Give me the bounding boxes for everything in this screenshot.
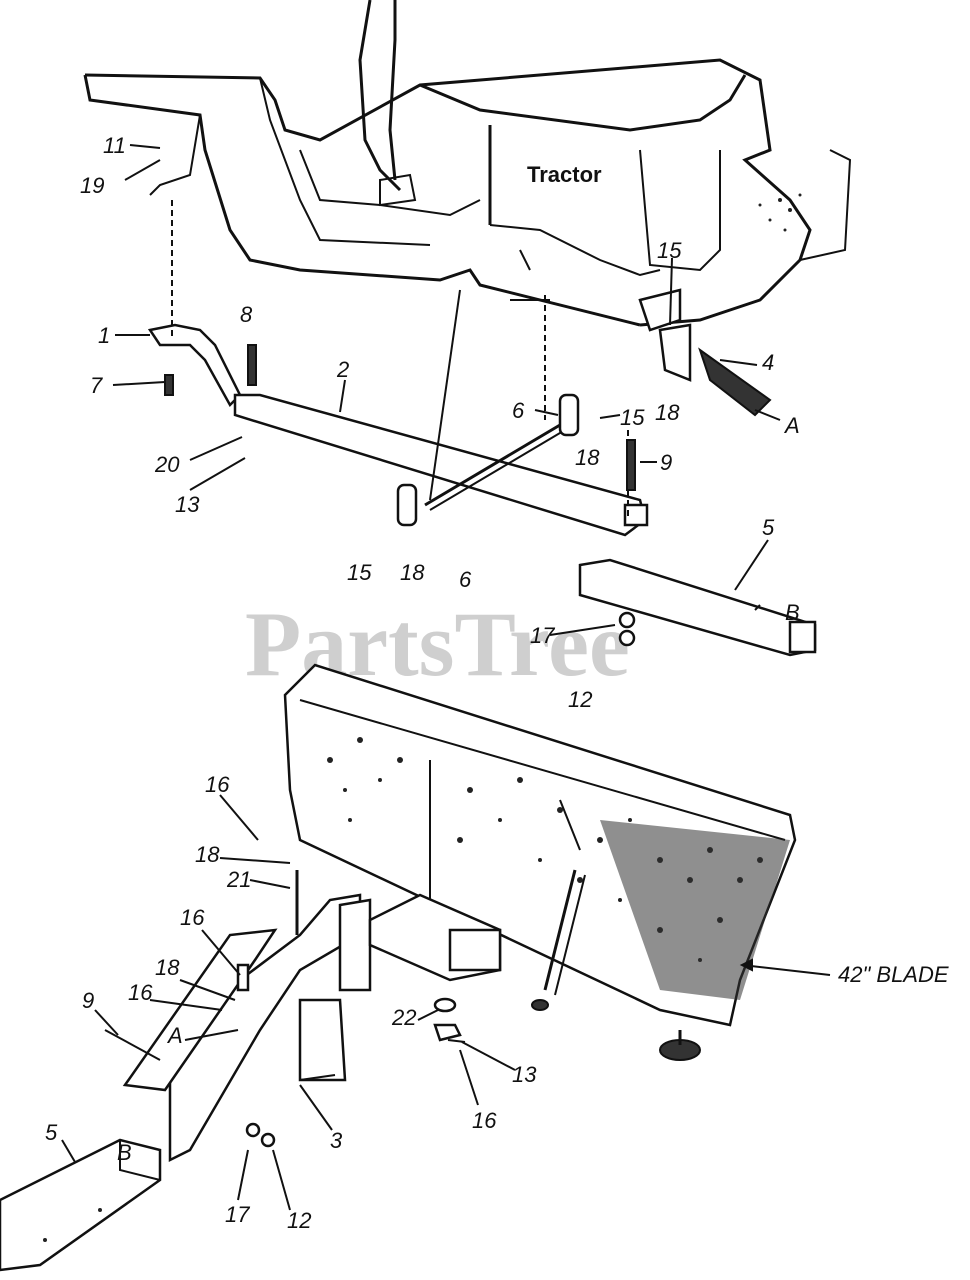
callout-b-bottom: B xyxy=(117,1140,132,1165)
callout-15-frame: 16 xyxy=(128,980,153,1005)
callout-9-frame: 9 xyxy=(82,988,94,1013)
callout-5-top: 5 xyxy=(762,515,775,540)
callout-21: 22 xyxy=(391,1005,416,1030)
callout-5-bottom: 5 xyxy=(45,1120,58,1145)
callout-9-top: 9 xyxy=(660,450,672,475)
callout-13: 13 xyxy=(512,1062,537,1087)
callout-11-top: 12 xyxy=(568,687,592,712)
callout-6-mid: 6 xyxy=(459,567,472,592)
callout-19-blade: 18 xyxy=(195,842,220,867)
callout-15-bottom: 16 xyxy=(472,1108,497,1133)
callout-16: 16 xyxy=(180,905,205,930)
callout-15-blade: 16 xyxy=(205,772,230,797)
callout-22: 21 xyxy=(226,867,251,892)
callout-17-bottom: 17 xyxy=(225,1202,250,1227)
callout-19-top: 18 xyxy=(575,445,600,470)
callout-4: 4 xyxy=(762,350,774,375)
callout-11-bottom: 12 xyxy=(287,1208,311,1233)
callout-8: 8 xyxy=(240,302,253,327)
callout-12: 13 xyxy=(175,492,200,517)
callout-a-top: A xyxy=(783,413,800,438)
callout-b-top: B xyxy=(785,600,800,625)
blade-assembly xyxy=(283,663,797,1061)
leader-lines xyxy=(61,144,831,1211)
callout-19-hitch: 18 xyxy=(655,400,680,425)
callout-14-hitch: 15 xyxy=(657,238,682,263)
tractor-body: Tractor xyxy=(83,0,852,327)
callout-7: 7 xyxy=(90,373,103,398)
callout-19-mid: 18 xyxy=(400,560,425,585)
tractor-label: Tractor xyxy=(527,162,602,187)
callout-3: 3 xyxy=(330,1128,343,1153)
callout-10: 11 xyxy=(103,133,126,158)
callout-a-frame: A xyxy=(166,1023,183,1048)
callout-2: 2 xyxy=(336,357,349,382)
callout-20: 20 xyxy=(154,452,180,477)
callout-19-frame: 18 xyxy=(155,955,180,980)
callout-14-top: 15 xyxy=(620,405,645,430)
callout-6-top: 6 xyxy=(512,398,525,423)
a-frame-assembly xyxy=(0,870,502,1272)
callout-18: 19 xyxy=(80,173,104,198)
callout-1: 1 xyxy=(98,323,110,348)
blade-label: 42" BLADE xyxy=(838,962,949,987)
callout-14-mid: 15 xyxy=(347,560,372,585)
callout-17-top: 17 xyxy=(530,623,555,648)
push-frame-assembly xyxy=(147,200,817,657)
callout-labels: 11 19 1 7 8 2 20 13 6 15 18 9 15 4 18 A … xyxy=(45,133,949,1233)
